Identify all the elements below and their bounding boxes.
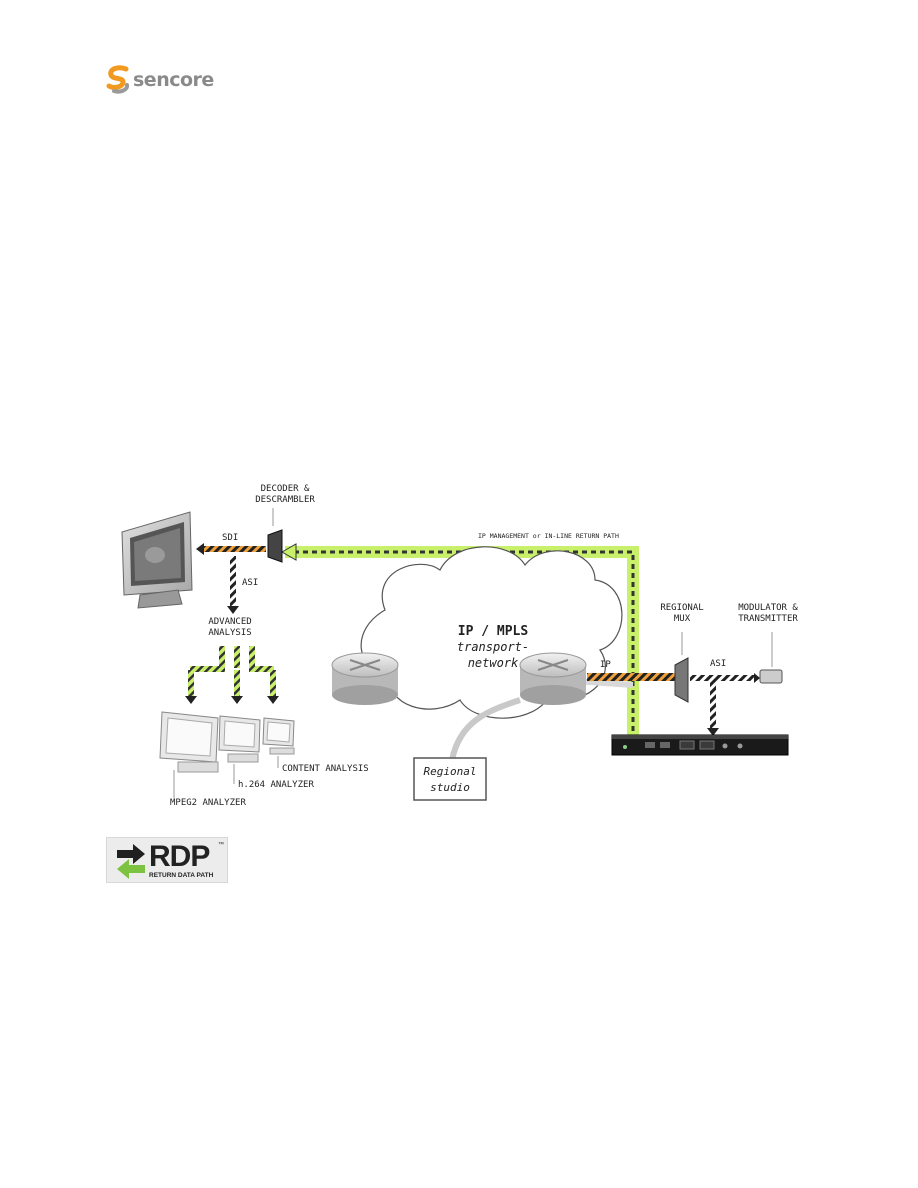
modulator-label-1: MODULATOR & <box>738 603 798 613</box>
studio-label-2: studio <box>430 781 470 794</box>
feed-mpeg2 <box>188 670 194 698</box>
decoder-label-1: DECODER & <box>261 484 310 494</box>
router-right <box>519 652 587 705</box>
studio-label-1: Regional <box>424 765 477 778</box>
asi-link-right <box>690 675 755 681</box>
rdp-trademark: ™ <box>218 842 224 848</box>
rdp-logo: RDP ™ RETURN DATA PATH <box>106 837 228 883</box>
sdi-label: SDI <box>222 533 238 543</box>
sencore-s-icon <box>106 65 130 94</box>
modulator-transmitter <box>759 669 783 684</box>
monitor-h264 <box>218 715 261 763</box>
monitor-content <box>262 717 295 755</box>
feed-content <box>270 670 276 698</box>
regional-mux <box>674 657 689 703</box>
ip-link <box>587 673 677 681</box>
mpeg2-analyzer-label: MPEG2 ANALYZER <box>170 798 246 808</box>
mux-label-2: MUX <box>674 614 691 624</box>
asi-right-label: ASI <box>710 659 726 669</box>
monitor-mpeg2 <box>159 711 219 773</box>
rack-unit-device <box>611 734 789 756</box>
logo-text: sencore <box>133 69 214 91</box>
decoder-descrambler <box>267 529 283 563</box>
mux-label-1: REGIONAL <box>660 603 703 613</box>
h264-analyzer-label: h.264 ANALYZER <box>238 780 314 790</box>
cloud-line-3: network <box>468 656 519 670</box>
asi-left-label: ASI <box>242 578 258 588</box>
modulator-label-2: TRANSMITTER <box>738 614 798 624</box>
studio-link <box>449 697 521 761</box>
cloud-line-1: IP / MPLS <box>458 624 529 639</box>
asi-link-left <box>230 556 236 608</box>
cloud-line-2: transport- <box>457 640 529 654</box>
feed-h264 <box>234 670 240 698</box>
rack-feed-link <box>710 680 716 730</box>
sdi-link <box>204 546 266 552</box>
ip-label: IP <box>600 660 611 670</box>
content-analysis-label: CONTENT ANALYSIS <box>282 764 369 774</box>
regional-studio-box <box>413 757 487 801</box>
return-path-label: IP MANAGEMENT or IN-LINE RETURN PATH <box>478 532 619 540</box>
return-arrowhead <box>280 543 297 561</box>
sencore-logo: sencore <box>106 62 226 98</box>
advanced-label-2: ANALYSIS <box>208 628 251 638</box>
advanced-label-1: ADVANCED <box>208 617 251 627</box>
rdp-title: RDP <box>149 840 210 873</box>
router-left <box>331 652 399 705</box>
rdp-arrows-icon <box>117 844 145 879</box>
television <box>121 511 193 609</box>
rdp-subtitle: RETURN DATA PATH <box>149 872 214 879</box>
decoder-label-2: DESCRAMBLER <box>255 495 315 505</box>
network-diagram: IP / MPLS transport- network IP REGIONAL… <box>121 484 798 808</box>
